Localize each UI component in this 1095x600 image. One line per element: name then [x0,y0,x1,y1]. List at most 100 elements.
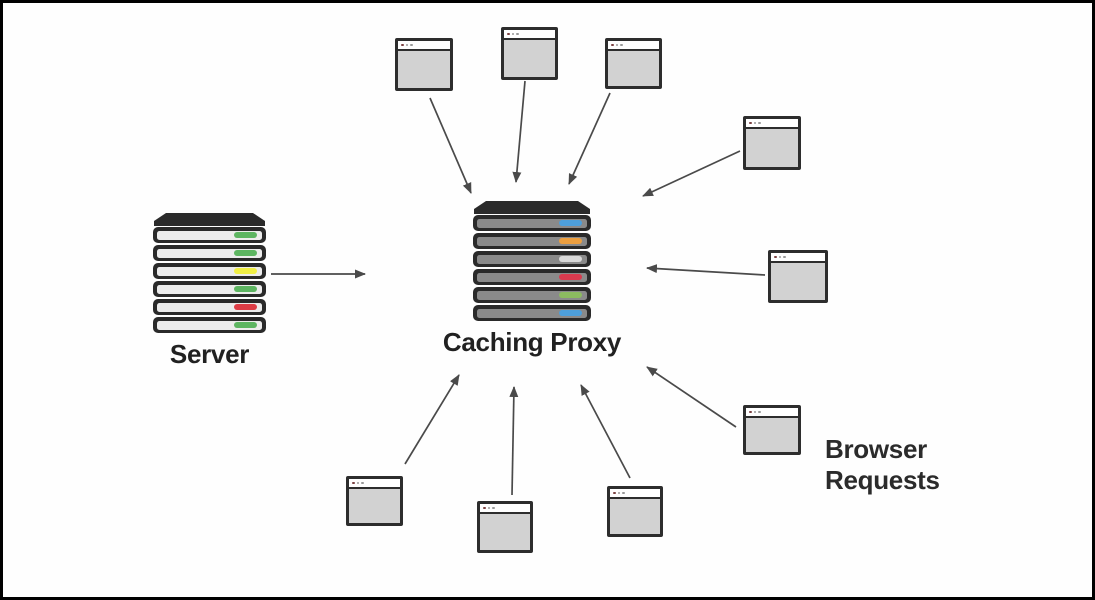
rack-bar-face [477,236,587,246]
rack-bar [153,227,266,243]
request-arrow [646,366,737,428]
window-control-dot [507,32,510,36]
rack-bar [473,251,591,267]
led-indicator [559,274,582,280]
led-indicator [234,232,257,238]
browser-content [771,263,825,300]
request-arrow [646,264,766,276]
window-control-dot [758,121,761,125]
window-control-dot [749,410,752,414]
browser-window [743,405,801,455]
browser-content [349,489,400,523]
window-control-dot [352,481,355,485]
browser-window [395,38,453,91]
request-arrow [568,92,611,185]
rack-bar [153,317,266,333]
browser-titlebar [398,41,450,51]
rack-bar [153,263,266,279]
browser-window [768,250,828,303]
rack-bar-face [157,230,262,240]
browser-content [504,40,555,77]
led-indicator [234,286,257,292]
request-arrow [404,374,460,465]
browser-window [605,38,662,89]
request-arrow [580,384,631,479]
request-arrow [509,386,519,496]
led-indicator [559,310,582,316]
led-indicator [559,256,582,262]
browser-content [610,499,660,534]
browser-content [480,514,530,550]
rack-bar-face [157,284,262,294]
rack-bar [473,269,591,285]
browser-window [477,501,533,553]
rack-top-cap [154,213,265,226]
request-arrow [642,150,741,197]
rack-bar-face [157,266,262,276]
led-indicator [234,268,257,274]
window-control-dot [617,491,620,495]
browser-content [746,129,798,167]
window-control-dot [405,43,408,47]
browser-titlebar [349,479,400,489]
server-node: Server [153,213,266,369]
caching-proxy-node: Caching Proxy [443,201,621,357]
rack-bar [153,245,266,261]
browser-window [501,27,558,80]
led-indicator [559,292,582,298]
rack-bar-face [157,320,262,330]
window-control-dot [487,506,490,510]
window-control-dot [615,43,618,47]
led-indicator [234,304,257,310]
browser-titlebar [771,253,825,263]
browser-titlebar [608,41,659,51]
window-control-dot [753,121,756,125]
window-control-dot [749,121,752,125]
window-control-dot [620,43,623,47]
browser-titlebar [746,119,798,129]
rack-top-cap [474,201,590,214]
caching-proxy-icon [473,201,591,321]
browser-requests-label: Browser Requests [825,434,940,495]
window-control-dot [613,491,616,495]
window-control-dot [492,506,495,510]
led-indicator [234,322,257,328]
window-control-dot [511,32,514,36]
window-control-dot [622,491,625,495]
window-control-dot [361,481,364,485]
browser-window [607,486,663,537]
browser-window [743,116,801,170]
rack-bar-face [477,290,587,300]
browser-content [398,51,450,88]
browser-content [608,51,659,86]
rack-bar [473,305,591,321]
server-label: Server [169,339,250,369]
rack-bar [153,281,266,297]
led-indicator [559,238,582,244]
window-control-dot [356,481,359,485]
request-arrow [429,97,472,194]
browser-titlebar [504,30,555,40]
browser-titlebar [746,408,798,418]
window-control-dot [778,255,781,259]
rack-bar [473,233,591,249]
rack-bar [473,215,591,231]
server-icon [153,213,266,333]
window-control-dot [753,410,756,414]
rack-bar [473,287,591,303]
browser-content [746,418,798,452]
rack-bar-face [157,302,262,312]
rack-bar-face [477,308,587,318]
window-control-dot [774,255,777,259]
window-control-dot [611,43,614,47]
window-control-dot [483,506,486,510]
request-arrow [512,80,526,183]
led-indicator [559,220,582,226]
rack-bar-face [477,254,587,264]
rack-bar-face [157,248,262,258]
browser-window [346,476,403,526]
rack-bar-face [477,272,587,282]
window-control-dot [783,255,786,259]
window-control-dot [758,410,761,414]
